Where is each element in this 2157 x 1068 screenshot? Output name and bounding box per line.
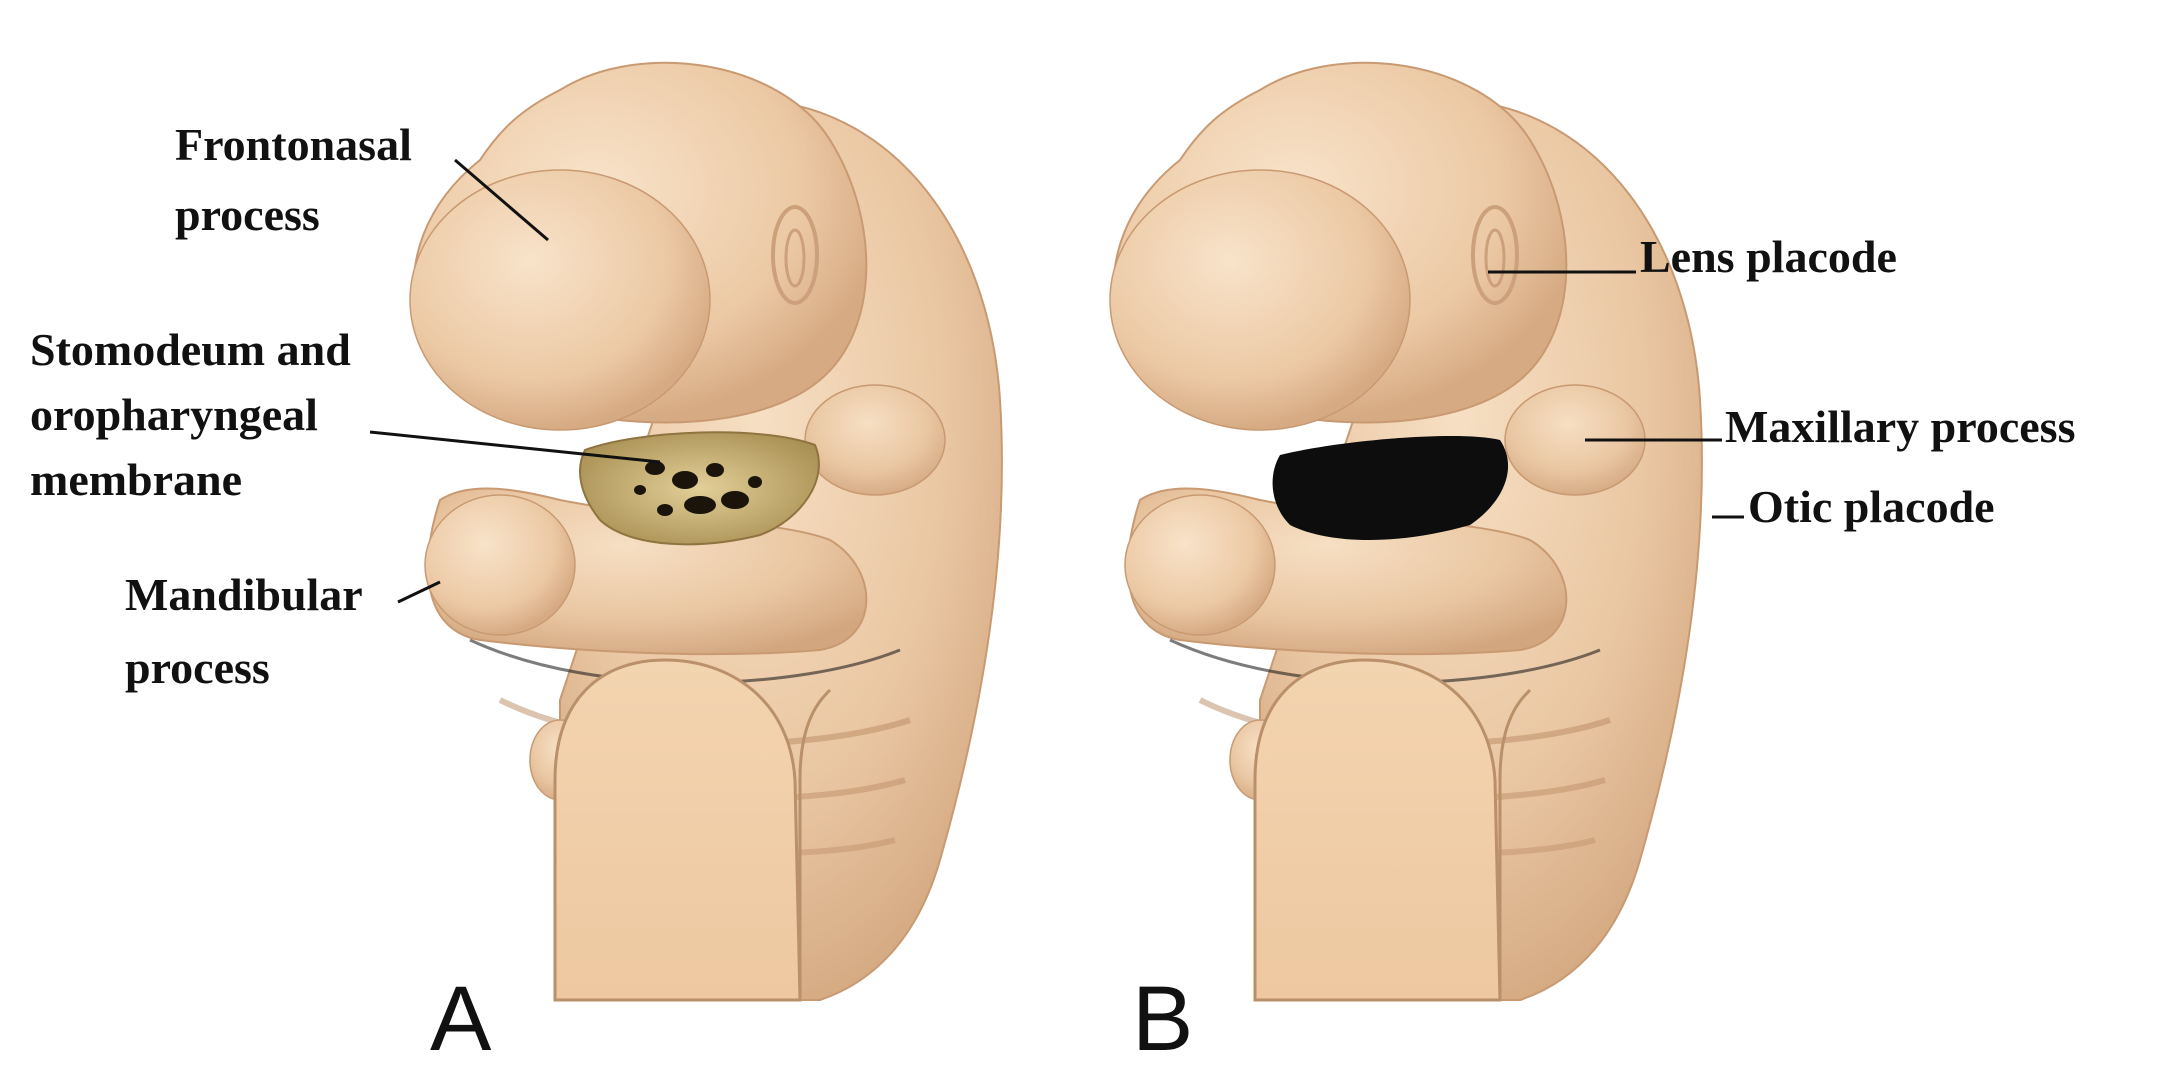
leader-mandibular	[397, 580, 441, 604]
label-stomodeum-line2: oropharyngeal	[30, 389, 318, 440]
leader-frontonasal	[454, 158, 549, 242]
panel-a: Frontonasal process Stomodeum and oropha…	[30, 63, 1002, 1068]
leader-stomodeum	[369, 430, 661, 464]
panel-b	[1110, 63, 1702, 1000]
panel-letter-a: A	[430, 968, 492, 1068]
label-mandibular-line2: process	[125, 642, 270, 693]
label-lens-placode: Lens placode	[1640, 231, 1897, 282]
label-stomodeum-line1: Stomodeum and	[30, 324, 351, 375]
label-stomodeum-line3: membrane	[30, 454, 242, 505]
panel-b-labels: Lens placode Maxillary process Otic plac…	[1132, 231, 2075, 1068]
label-maxillary-process: Maxillary process	[1725, 401, 2075, 452]
label-otic-placode: Otic placode	[1748, 481, 1995, 532]
stomodeum-open	[1272, 435, 1509, 540]
label-frontonasal-line1: Frontonasal	[175, 119, 412, 170]
label-frontonasal-line2: process	[175, 189, 320, 240]
panel-letter-b: B	[1132, 968, 1193, 1068]
label-mandibular-line1: Mandibular	[125, 569, 363, 620]
